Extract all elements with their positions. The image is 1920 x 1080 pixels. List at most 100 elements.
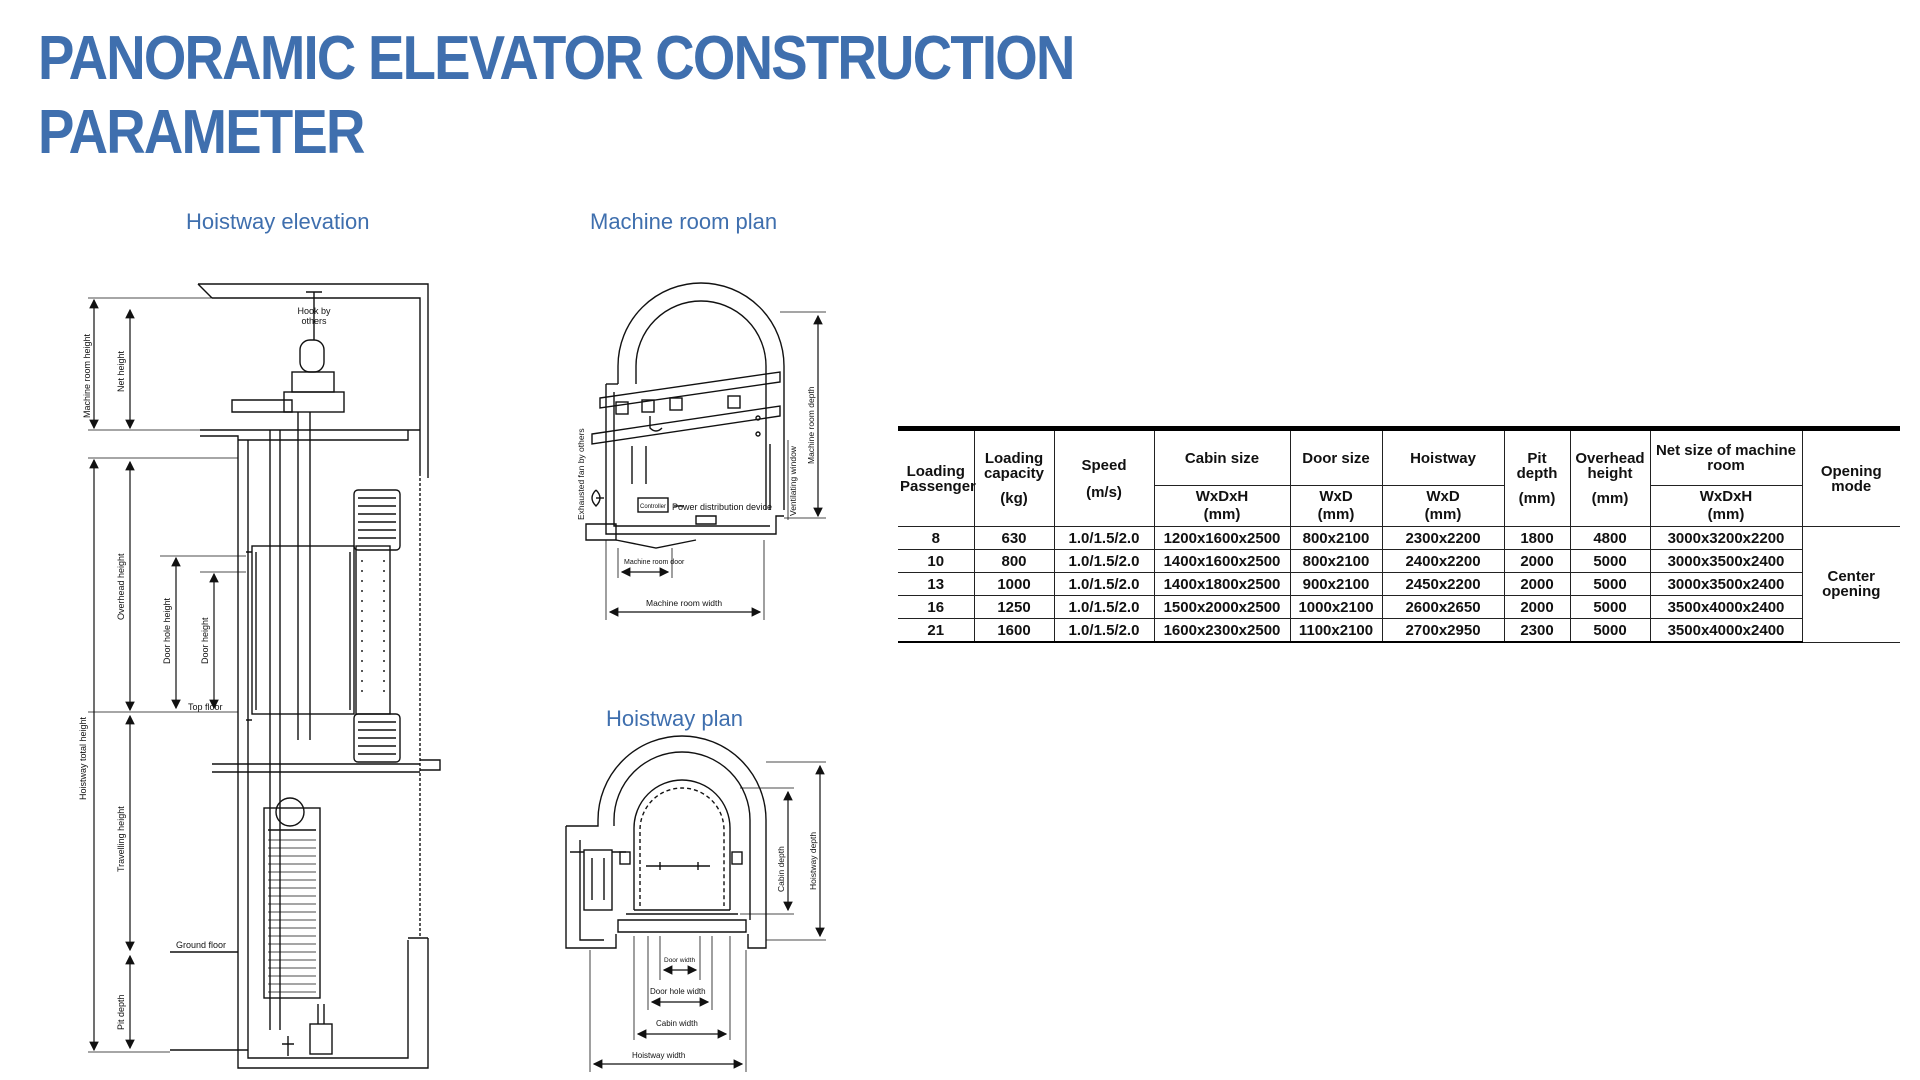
table-cell: 1250 [973, 595, 1055, 619]
hoistway-plan-heading: Hoistway plan [606, 706, 743, 731]
table-row: 8 630 1.0/1.5/2.0 1200x1600x2500 800x210… [898, 526, 1900, 643]
overhead-height-label: Overhead height [116, 553, 126, 620]
hoistway-depth-label: Hoistway depth [808, 832, 818, 890]
table-cell: 1800 [1503, 526, 1571, 550]
table-cell: 900x2100 [1289, 572, 1383, 596]
table-cell: 2000 [1503, 572, 1571, 596]
table-cell: 1.0/1.5/2.0 [1053, 549, 1155, 573]
table-cell: 800x2100 [1289, 526, 1383, 550]
table-cell: 16 [898, 595, 975, 619]
top-floor-label: Top floor [188, 702, 223, 712]
table-cell: 8 [898, 526, 975, 550]
table-row: 16 1250 1.0/1.5/2.0 1500x2000x2500 1000x… [898, 595, 1900, 619]
header-loading-capacity: Loading capacity (kg) [973, 426, 1055, 527]
machine-room-depth-label: Machine room depth [806, 386, 816, 464]
machine-room-height-label: Machine room height [82, 333, 92, 418]
machine-room-plan-heading: Machine room plan [590, 209, 778, 234]
table-cell: 10 [898, 549, 975, 573]
table-cell: 2600x2650 [1381, 595, 1505, 619]
power-distribution-label: Power distribution device [672, 502, 772, 512]
table-cell: 3000x3500x2400 [1649, 572, 1803, 596]
ground-floor-label: Ground floor [176, 940, 226, 950]
door-width-label: Door width [664, 957, 695, 964]
table-cell: 1.0/1.5/2.0 [1053, 526, 1155, 550]
subheader-cabin-size: WxDxH (mm) [1153, 485, 1291, 527]
door-hole-width-label: Door hole width [650, 987, 706, 996]
table-cell: 2450x2200 [1381, 572, 1505, 596]
table-cell: 3000x3200x2200 [1649, 526, 1803, 550]
table-cell: 1600x2300x2500 [1153, 618, 1291, 643]
table-cell: 800 [973, 549, 1055, 573]
machine-room-plan-labels: Exhausted fan by others Controller Power… [576, 386, 816, 608]
table-cell: 2400x2200 [1381, 549, 1505, 573]
table-cell: 4800 [1569, 526, 1651, 550]
hoistway-plan-drawing [565, 735, 826, 1072]
table-cell: 1000 [973, 572, 1055, 596]
hoistway-elevation-heading: Hoistway elevation [186, 209, 370, 234]
table-cell: 1500x2000x2500 [1153, 595, 1291, 619]
table-cell: 2700x2950 [1381, 618, 1505, 643]
table-cell: 1.0/1.5/2.0 [1053, 595, 1155, 619]
header-loading-passenger: Loading Passenger [898, 426, 976, 527]
table-row: 21 1600 1.0/1.5/2.0 1600x2300x2500 1100x… [898, 618, 1900, 643]
table-cell: 1400x1600x2500 [1153, 549, 1291, 573]
machine-room-door-label: Machine room door [624, 559, 685, 566]
table-cell: 5000 [1569, 595, 1651, 619]
table-cell: 21 [898, 618, 975, 643]
header-machine-room: Net size of machine room [1649, 426, 1803, 486]
table-cell: 2300x2200 [1381, 526, 1505, 550]
table-cell: 2300 [1503, 618, 1571, 643]
table-cell: 1200x1600x2500 [1153, 526, 1291, 550]
table-cell: 13 [898, 572, 975, 596]
table-row: 13 1000 1.0/1.5/2.0 1400x1800x2500 900x2… [898, 572, 1900, 596]
hook-label: Hook by [297, 306, 331, 316]
table-cell: 800x2100 [1289, 549, 1383, 573]
subheader-hoistway: WxD (mm) [1381, 485, 1505, 527]
table-cell: 1100x2100 [1289, 618, 1383, 643]
subheader-door-size: WxD (mm) [1289, 485, 1383, 527]
header-opening-mode: Opening mode [1801, 426, 1900, 527]
page-title: PANORAMIC ELEVATOR CONSTRUCTION PARAMETE… [38, 22, 1075, 170]
opening-mode-cell: Center opening [1801, 526, 1900, 643]
table-cell: 3000x3500x2400 [1649, 549, 1803, 573]
header-pit-depth: Pit depth (mm) [1503, 426, 1571, 527]
hoistway-elevation-labels: Hook by others Machine room height Net h… [78, 306, 331, 1030]
header-speed: Speed (m/s) [1053, 426, 1155, 527]
hoistway-plan-labels: Cabin depth Hoistway depth Door width Do… [632, 832, 818, 1060]
net-height-label: Net height [116, 350, 126, 392]
page-title-line-2: PARAMETER [38, 98, 365, 167]
table-cell: 5000 [1569, 618, 1651, 643]
table-cell: 630 [973, 526, 1055, 550]
subheader-machine-room: WxDxH (mm) [1649, 485, 1803, 527]
header-hoistway: Hoistway [1381, 426, 1505, 486]
travelling-height-label: Travelling height [116, 806, 126, 872]
header-cabin-size: Cabin size [1153, 426, 1291, 486]
header-door-size: Door size [1289, 426, 1383, 486]
table-cell: 1600 [973, 618, 1055, 643]
ventilating-window-label: Ventilating window [788, 445, 798, 516]
table-cell: 3500x4000x2400 [1649, 618, 1803, 643]
table-cell: 2000 [1503, 595, 1571, 619]
machine-room-plan-drawing [585, 282, 826, 620]
hoistway-width-label: Hoistway width [632, 1051, 685, 1060]
hoistway-total-height-label: Hoistway total height [78, 716, 88, 800]
hook-label-2: others [301, 316, 327, 326]
header-overhead-height: Overhead height (mm) [1569, 426, 1651, 527]
table-cell: 3500x4000x2400 [1649, 595, 1803, 619]
cabin-depth-label: Cabin depth [776, 846, 786, 892]
elevator-spec-table: Loading Passenger Loading capacity (kg) … [898, 426, 1900, 643]
cabin-width-label: Cabin width [656, 1019, 698, 1028]
door-height-label: Door height [200, 617, 210, 664]
table-row: 10 800 1.0/1.5/2.0 1400x1600x2500 800x21… [898, 549, 1900, 573]
table-cell: 2000 [1503, 549, 1571, 573]
table-cell: 1.0/1.5/2.0 [1053, 572, 1155, 596]
table-subheader-row: WxDxH (mm) WxD (mm) WxD (mm) WxDxH (mm) [898, 485, 1900, 527]
table-cell: 1000x2100 [1289, 595, 1383, 619]
exhausted-fan-label: Exhausted fan by others [576, 428, 586, 520]
pit-depth-label: Pit depth [116, 994, 126, 1030]
page-title-line-1: PANORAMIC ELEVATOR CONSTRUCTION [38, 24, 1075, 93]
controller-label: Controller [640, 504, 666, 510]
machine-room-width-label: Machine room width [646, 598, 722, 608]
table-cell: 5000 [1569, 549, 1651, 573]
